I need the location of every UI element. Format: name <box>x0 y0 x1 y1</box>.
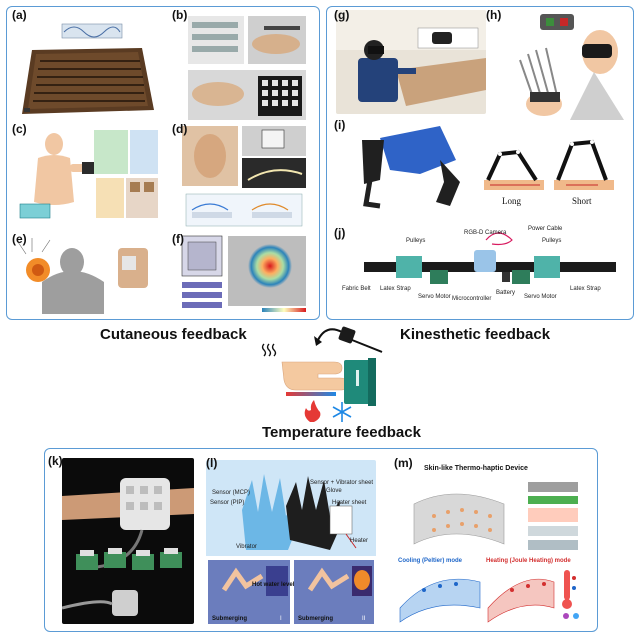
label-microcontroller: Microcontroller <box>452 296 491 302</box>
panel-i-image: Long Short <box>340 120 620 216</box>
panel-f-image <box>178 234 310 314</box>
thermo-haptic-glove: Sensor (MCP) Sensor (PIP) Sensor + Vibra… <box>206 460 376 624</box>
label-rgbd-camera: RGB-D Camera <box>464 230 507 236</box>
panel-label-b: (b) <box>172 8 188 22</box>
caption-temperature: Temperature feedback <box>262 424 421 441</box>
label-latex-strap-left: Latex Strap <box>380 286 411 292</box>
snowflake-icon <box>332 402 352 422</box>
caption-cutaneous: Cutaneous feedback <box>100 326 247 343</box>
panel-label-d: (d) <box>172 122 188 136</box>
panel-b-image <box>178 12 310 124</box>
m-heating-mode: Heating (Joule Heating) mode <box>486 558 571 564</box>
label-sensor-vibrator-sheet: Sensor + Vibrator sheet <box>310 480 373 486</box>
label-sensor-pip: Sensor (PIP) <box>210 500 244 506</box>
label-glove: Glove <box>326 488 342 494</box>
label-latex-strap-right: Latex Strap <box>570 286 601 292</box>
panel-label-l: (l) <box>206 456 218 470</box>
label-submerging-2: Submerging <box>298 616 333 622</box>
center-hand-illustration <box>256 318 396 428</box>
label-servo-motor-left: Servo Motor <box>418 294 451 300</box>
label-fabric-belt: Fabric Belt <box>342 286 371 292</box>
label-heater: Heater <box>350 538 368 544</box>
label-hot-water-level: Hot water level <box>252 582 295 588</box>
label-submerging-1: Submerging <box>212 616 247 622</box>
panel-e-image <box>12 232 162 314</box>
panel-label-c: (c) <box>12 122 27 136</box>
vibration-lines-icon <box>261 343 277 357</box>
exoskeleton-glove-vr <box>500 10 626 120</box>
panel-label-m: (m) <box>394 456 413 470</box>
pressure-map-image <box>178 234 310 314</box>
caption-kinesthetic: Kinesthetic feedback <box>400 326 551 343</box>
panel-d-image <box>178 124 310 228</box>
label-vibrator: Vibrator <box>236 544 257 550</box>
panel-label-h: (h) <box>486 8 502 22</box>
label-power-cable: Power Cable <box>528 226 563 232</box>
panel-label-a: (a) <box>12 8 27 22</box>
vr-user-at-desk <box>336 10 486 114</box>
panel-label-i: (i) <box>334 118 346 132</box>
panel-l-image: Sensor (MCP) Sensor (PIP) Sensor + Vibra… <box>206 460 376 626</box>
label-roman-2: II <box>362 616 366 622</box>
label-long: Long <box>502 196 521 206</box>
wearable-haptic-body-diagram <box>12 124 162 224</box>
label-pulleys-right: Pulleys <box>542 238 561 244</box>
panel-g-image <box>336 10 486 114</box>
label-sensor-mcp: Sensor (MCP) <box>212 490 250 496</box>
label-pulleys-left: Pulleys <box>406 238 425 244</box>
panel-c-image <box>12 124 162 224</box>
skin-like-thermo-haptic-device: Skin-like Thermo-haptic Device Cooling (… <box>394 458 592 626</box>
belt-servo-device: RGB-D Camera Power Cable Pulleys Pulleys… <box>336 220 626 314</box>
label-battery: Battery <box>496 290 515 296</box>
finger-exoskeleton-linkage: Long Short <box>340 120 620 216</box>
flame-icon <box>304 400 321 422</box>
flexible-actuator-photos <box>178 12 310 124</box>
panel-label-j: (j) <box>334 226 346 240</box>
panel-a-image <box>12 10 162 118</box>
thermal-armband-photo <box>62 458 194 624</box>
panel-j-image: RGB-D Camera Power Cable Pulleys Pulleys… <box>336 220 626 314</box>
label-roman-1: I <box>280 616 282 622</box>
label-heater-sheet: Heater sheet <box>332 500 367 506</box>
skin-interface-photos <box>178 124 310 228</box>
curved-arrow-icon <box>314 328 343 346</box>
m-title: Skin-like Thermo-haptic Device <box>424 465 528 472</box>
panel-k-image <box>62 458 194 624</box>
m-cooling-mode: Cooling (Peltier) mode <box>398 558 463 564</box>
label-servo-motor-right: Servo Motor <box>524 294 557 300</box>
panel-label-e: (e) <box>12 232 27 246</box>
panel-m-image: Skin-like Thermo-haptic Device Cooling (… <box>394 458 592 626</box>
tactile-array-board <box>12 10 162 118</box>
panel-label-k: (k) <box>48 454 63 468</box>
panel-label-f: (f) <box>172 232 184 246</box>
label-short: Short <box>572 196 592 206</box>
panel-label-g: (g) <box>334 8 350 22</box>
panel-h-image <box>500 10 626 120</box>
skin-sensor-hand-diagram <box>12 232 162 314</box>
